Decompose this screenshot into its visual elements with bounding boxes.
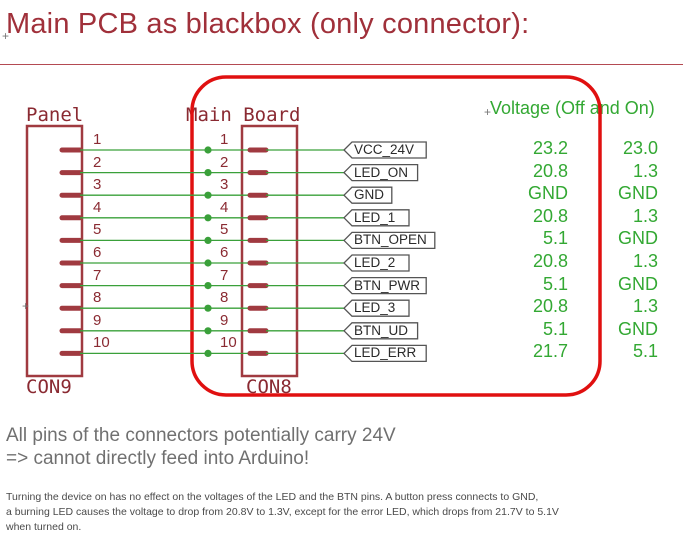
net-label-flag	[343, 163, 419, 182]
net-label: LED_1	[354, 209, 396, 225]
junction-dot	[204, 169, 212, 177]
voltage-on-value: 1.3	[632, 296, 658, 317]
junction-dot	[204, 214, 212, 222]
voltage-on-value: GND	[618, 273, 658, 294]
voltage-on-value: 1.3	[632, 160, 658, 181]
voltage-off-value: 20.8	[532, 296, 568, 317]
voltage-off-value: 5.1	[542, 228, 568, 249]
junction-dot	[204, 191, 212, 199]
voltage-on-value: GND	[618, 183, 658, 204]
origin-cross-icon: +	[484, 105, 492, 119]
net-label-flag	[343, 322, 419, 340]
voltage-off-value: 21.7	[532, 341, 568, 362]
voltage-off-value: GND	[528, 183, 568, 204]
net-label-flag	[343, 254, 410, 272]
net-label: LED_2	[354, 255, 396, 270]
board-connector-body	[240, 124, 299, 378]
panel-pin-number: 2	[93, 153, 102, 171]
board-connector-label: Main Board	[186, 104, 301, 126]
net-label: BTN_OPEN	[354, 232, 427, 248]
junction-dot	[204, 236, 212, 244]
explanation-note: a burning LED causes the voltage to drop…	[6, 506, 559, 518]
title-divider	[0, 64, 683, 65]
panel-pin-number: 6	[93, 244, 102, 261]
explanation-note: Turning the device on has no effect on t…	[6, 491, 539, 503]
board-pin-number: 4	[220, 198, 229, 216]
voltage-on-value: 1.3	[632, 205, 658, 226]
net-label: VCC_24V	[354, 142, 415, 157]
net-label-flag	[343, 299, 410, 317]
voltage-on-value: 5.1	[632, 341, 658, 362]
net-label-flag	[343, 209, 410, 227]
voltage-column-header: Voltage (Off and On)	[490, 98, 655, 118]
origin-cross-icon: +	[2, 29, 10, 43]
voltage-off-value: 5.1	[542, 273, 568, 294]
panel-pin-number: 1	[93, 131, 102, 148]
junction-dot	[204, 259, 212, 267]
board-pin-number: 1	[220, 131, 229, 148]
board-pin-number: 5	[220, 221, 229, 239]
highlight-box	[190, 75, 602, 397]
board-pin-number: 2	[220, 153, 229, 171]
net-label: LED_ERR	[354, 345, 417, 361]
voltage-off-value: 20.8	[532, 205, 568, 226]
board-pin-number: 8	[220, 289, 229, 307]
net-label: BTN_UD	[354, 322, 409, 338]
panel-pin-number: 5	[93, 221, 102, 239]
junction-dot	[204, 282, 212, 290]
voltage-on-value: 1.3	[632, 251, 658, 271]
panel-pin-number: 10	[93, 334, 110, 352]
net-label-flag	[343, 276, 427, 295]
voltage-off-value: 23.2	[532, 138, 568, 158]
panel-pin-number: 3	[93, 176, 102, 194]
junction-dot	[204, 146, 212, 154]
explanation-note: when turned on.	[6, 521, 82, 533]
voltage-on-value: GND	[618, 318, 658, 339]
panel-pin-number: 4	[93, 198, 102, 216]
voltage-off-value: 20.8	[532, 160, 568, 181]
panel-connector-label: Panel	[26, 104, 84, 126]
origin-cross-icon: +	[22, 299, 30, 313]
net-label: BTN_PWR	[354, 277, 421, 293]
board-pin-number: 6	[220, 244, 229, 261]
board-connector-part: CON8	[246, 376, 292, 398]
panel-pin-number: 7	[93, 266, 102, 284]
panel-pin-number: 8	[93, 289, 102, 307]
voltage-on-value: GND	[618, 228, 658, 249]
board-pin-number: 7	[220, 266, 229, 284]
net-label-flag	[343, 186, 393, 204]
junction-dot	[204, 349, 212, 357]
board-pin-number: 3	[220, 176, 229, 194]
voltage-off-value: 5.1	[542, 318, 568, 339]
page-title: Main PCB as blackbox (only connector):	[6, 8, 530, 40]
junction-dot	[204, 327, 212, 335]
panel-connector-body	[25, 124, 84, 378]
net-label: LED_ON	[354, 164, 409, 180]
board-pin-number: 10	[220, 334, 237, 352]
panel-pin-number: 9	[93, 311, 102, 329]
warning-text: All pins of the connectors potentially c…	[6, 425, 396, 446]
voltage-on-value: 23.0	[622, 138, 658, 158]
junction-dot	[204, 304, 212, 312]
net-label-flag	[343, 231, 436, 250]
net-label-flag	[343, 344, 427, 363]
panel-connector-part: CON9	[26, 376, 72, 398]
voltage-off-value: 20.8	[532, 251, 568, 271]
net-label: LED_3	[354, 300, 396, 316]
net-label-flag	[343, 141, 427, 159]
net-label: GND	[354, 187, 384, 203]
warning-text: => cannot directly feed into Arduino!	[6, 448, 310, 469]
board-pin-number: 9	[220, 311, 229, 329]
